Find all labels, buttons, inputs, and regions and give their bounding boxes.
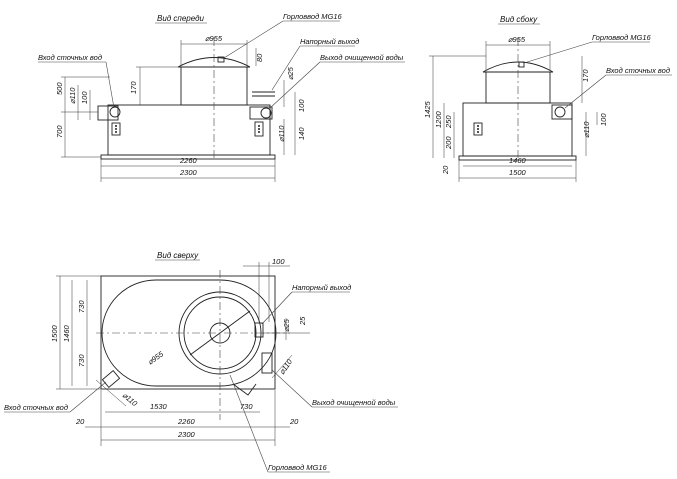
side-hatch-knob [518,61,525,68]
top-inlet-pipe [101,370,121,388]
top-dim-1460: 1460 [62,324,71,342]
side-dim-250: 250 [444,115,453,129]
front-tank-body [107,104,271,156]
front-dim-110: ⌀110 [68,87,77,104]
front-dim-25: ⌀25 [286,66,295,80]
top-label-inlet: Вход сточных вод [4,403,68,412]
top-dim-730a: 730 [77,300,86,313]
top-dim-2260: 2260 [177,417,196,426]
front-dim-110b: ⌀110 [277,125,286,142]
top-dim-1500: 1500 [50,324,59,342]
top-clean-outlet [261,352,273,374]
front-leader [269,61,321,109]
side-dim-20: 20 [441,165,450,175]
side-box [473,122,483,136]
top-dim-20a: 20 [75,417,85,426]
side-label-hatch: Горловвод MG16 [592,33,652,42]
top-dim-730: 730 [240,402,253,411]
top-dim-100: 100 [272,257,285,266]
front-dot [258,128,260,130]
top-pressure-outlet [254,322,264,338]
side-leader [564,74,607,109]
side-dim-170: 170 [581,69,590,82]
front-outlet-box [254,121,264,137]
front-leader [105,61,115,109]
top-view: Вид сверху 1500 1460 730 730 100 [4,251,398,473]
side-dim-1425: 1425 [423,100,432,118]
top-dim-line [95,379,127,407]
top-dim-25b: 25 [298,316,307,326]
top-hatch-bracket [232,383,257,396]
side-base-plate [458,155,577,161]
side-leader [523,41,593,64]
top-dim-1530: 1530 [150,402,168,411]
front-dot [258,125,260,127]
front-dim-80: 80 [255,53,264,62]
top-leader [271,369,313,408]
front-hatch-knob [217,56,225,63]
top-base-plate [100,275,276,390]
side-dot [477,125,479,127]
front-leader [223,20,284,59]
front-label-hatch: Горловвод MG16 [283,12,343,21]
side-dot [477,131,479,133]
side-dim-110: ⌀110 [582,121,591,138]
front-view-title: Вид спереди [157,14,205,23]
front-dim-100: 100 [80,91,89,104]
top-label-pressure: Напорный выход [292,283,351,292]
side-dim-1460: 1460 [509,156,527,165]
front-label-pressure: Напорный выход [300,37,359,46]
front-dot [115,128,117,130]
top-dim-730b: 730 [77,354,86,367]
top-dim-25: ⌀25 [282,318,291,332]
side-hatch-dome [482,61,554,73]
side-tank-body [462,102,573,157]
front-inlet-circle [109,106,121,118]
front-dim-955: ⌀955 [205,34,223,43]
front-inlet-pipe [97,105,119,121]
side-dim-100: 100 [599,113,608,126]
front-label-clean: Выход очищенной воды [320,53,404,62]
top-leader [229,374,269,473]
front-leader [271,45,301,91]
front-inlet-box [111,122,121,136]
side-dot [477,128,479,130]
front-dim-700: 700 [55,125,64,138]
top-view-title: Вид сверху [157,251,199,260]
front-dim-2300: 2300 [179,168,198,177]
front-dim-2260: 2260 [179,156,198,165]
top-dim-110b: ⌀110 [121,391,140,409]
front-dim-500: 500 [55,82,64,95]
front-dim-170: 170 [129,81,138,94]
front-view: Вид спереди ⌀955 80 [38,12,405,182]
top-dim-20b: 20 [289,417,299,426]
top-dim-955: ⌀955 [146,349,166,367]
top-dim-110a: ⌀110 [277,357,294,376]
front-dim-140: 140 [297,127,306,140]
front-dot [258,131,260,133]
side-view: Вид сбоку ⌀955 170 1425 1200 250 200 20 [423,15,672,182]
side-inlet-pipe [551,104,573,120]
side-inlet-circle [554,106,566,118]
top-leader [261,291,293,325]
side-dim-1500: 1500 [509,168,527,177]
front-label-inlet: Вход сточных вод [38,53,102,62]
top-label-clean: Выход очищенной воды [312,398,396,407]
front-dim-100b: 100 [297,99,306,112]
side-label-inlet: Вход сточных вод [606,66,670,75]
top-dim-2300: 2300 [177,430,196,439]
top-label-hatch: Горловвод MG16 [268,463,328,472]
front-outlet-circle [260,107,272,119]
side-view-title: Вид сбоку [500,15,538,24]
front-dot [115,131,117,133]
front-dot [115,125,117,127]
side-dim-955: ⌀955 [508,35,526,44]
top-dim-line [271,354,293,379]
top-leader [69,381,107,413]
side-dim-200: 200 [444,136,453,150]
front-outlet-pipe [249,106,273,120]
side-dim-1200: 1200 [434,110,443,128]
